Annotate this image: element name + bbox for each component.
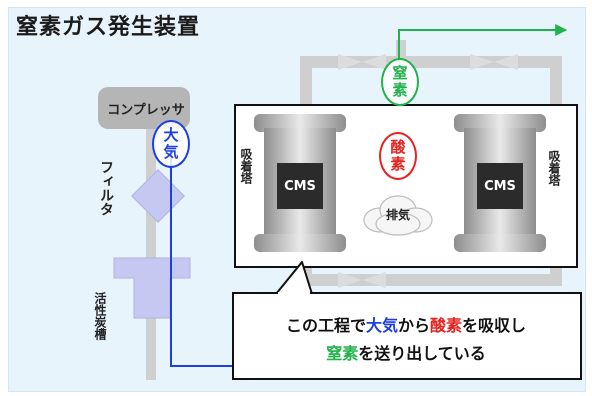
- cms-right: CMS: [477, 163, 523, 209]
- compressor-label: コンプレッサ: [107, 103, 185, 118]
- air-circle-char-1: 大: [163, 126, 179, 144]
- tower-label-right: 吸着塔: [547, 150, 561, 186]
- adsorption-tower-left: [254, 114, 346, 252]
- callout-text-nitrogen: 窒素: [326, 344, 359, 363]
- callout-text-2b: を送り出している: [358, 344, 486, 363]
- air-circle-char-2: 気: [163, 143, 179, 161]
- cms-left: CMS: [277, 163, 323, 209]
- exhaust-cloud-icon: [363, 195, 433, 236]
- diagram-title: 窒素ガス発生装置: [16, 15, 201, 40]
- pipe-top-left-drop: [300, 56, 312, 106]
- nitrogen-circle: 窒 素: [381, 58, 419, 106]
- pipe-main-vertical: [146, 128, 156, 380]
- callout-text-oxygen: 酸素: [430, 316, 463, 335]
- nitrogen-circle-char-2: 素: [392, 81, 408, 99]
- valve-bottom-left-b: [362, 272, 386, 288]
- tower-label-left: 吸着塔: [239, 148, 253, 184]
- oxygen-circle: 酸 素: [379, 132, 417, 180]
- callout-line-1: この工程で大気から酸素を吸収し: [250, 312, 562, 336]
- valve-top-left: [338, 54, 362, 70]
- callout-text-1a: この工程で: [285, 316, 366, 335]
- pipe-bottom-right-rise: [550, 262, 562, 286]
- pipe-outlet: [396, 40, 406, 60]
- valve-bottom-left: [338, 272, 362, 288]
- pipe-top-right-drop: [550, 56, 562, 106]
- nitrogen-flow-arrow: [398, 24, 568, 62]
- filter-label: フィルタ: [98, 160, 114, 216]
- exhaust-label: 排気: [385, 208, 410, 222]
- callout-line-2: 窒素を送り出している: [250, 340, 562, 364]
- nitrogen-circle-char-1: 窒: [392, 64, 408, 82]
- carbon-tank-label: 活性炭槽: [93, 292, 107, 340]
- callout-text-1c: から: [397, 316, 430, 335]
- oxygen-circle-char-1: 酸: [390, 138, 406, 156]
- oxygen-circle-char-2: 素: [390, 155, 406, 173]
- pipe-top-frame: [300, 56, 562, 68]
- valve-top-right: [470, 54, 494, 70]
- explanation-callout: [232, 292, 582, 380]
- callout-text-1e: を吸収し: [462, 316, 527, 335]
- valve-top-left-b: [362, 54, 386, 70]
- callout-text-air: 大気: [365, 316, 398, 335]
- valve-top-right-b: [494, 54, 518, 70]
- pipe-bottom-frame: [300, 274, 562, 286]
- air-circle: 大 気: [152, 120, 190, 168]
